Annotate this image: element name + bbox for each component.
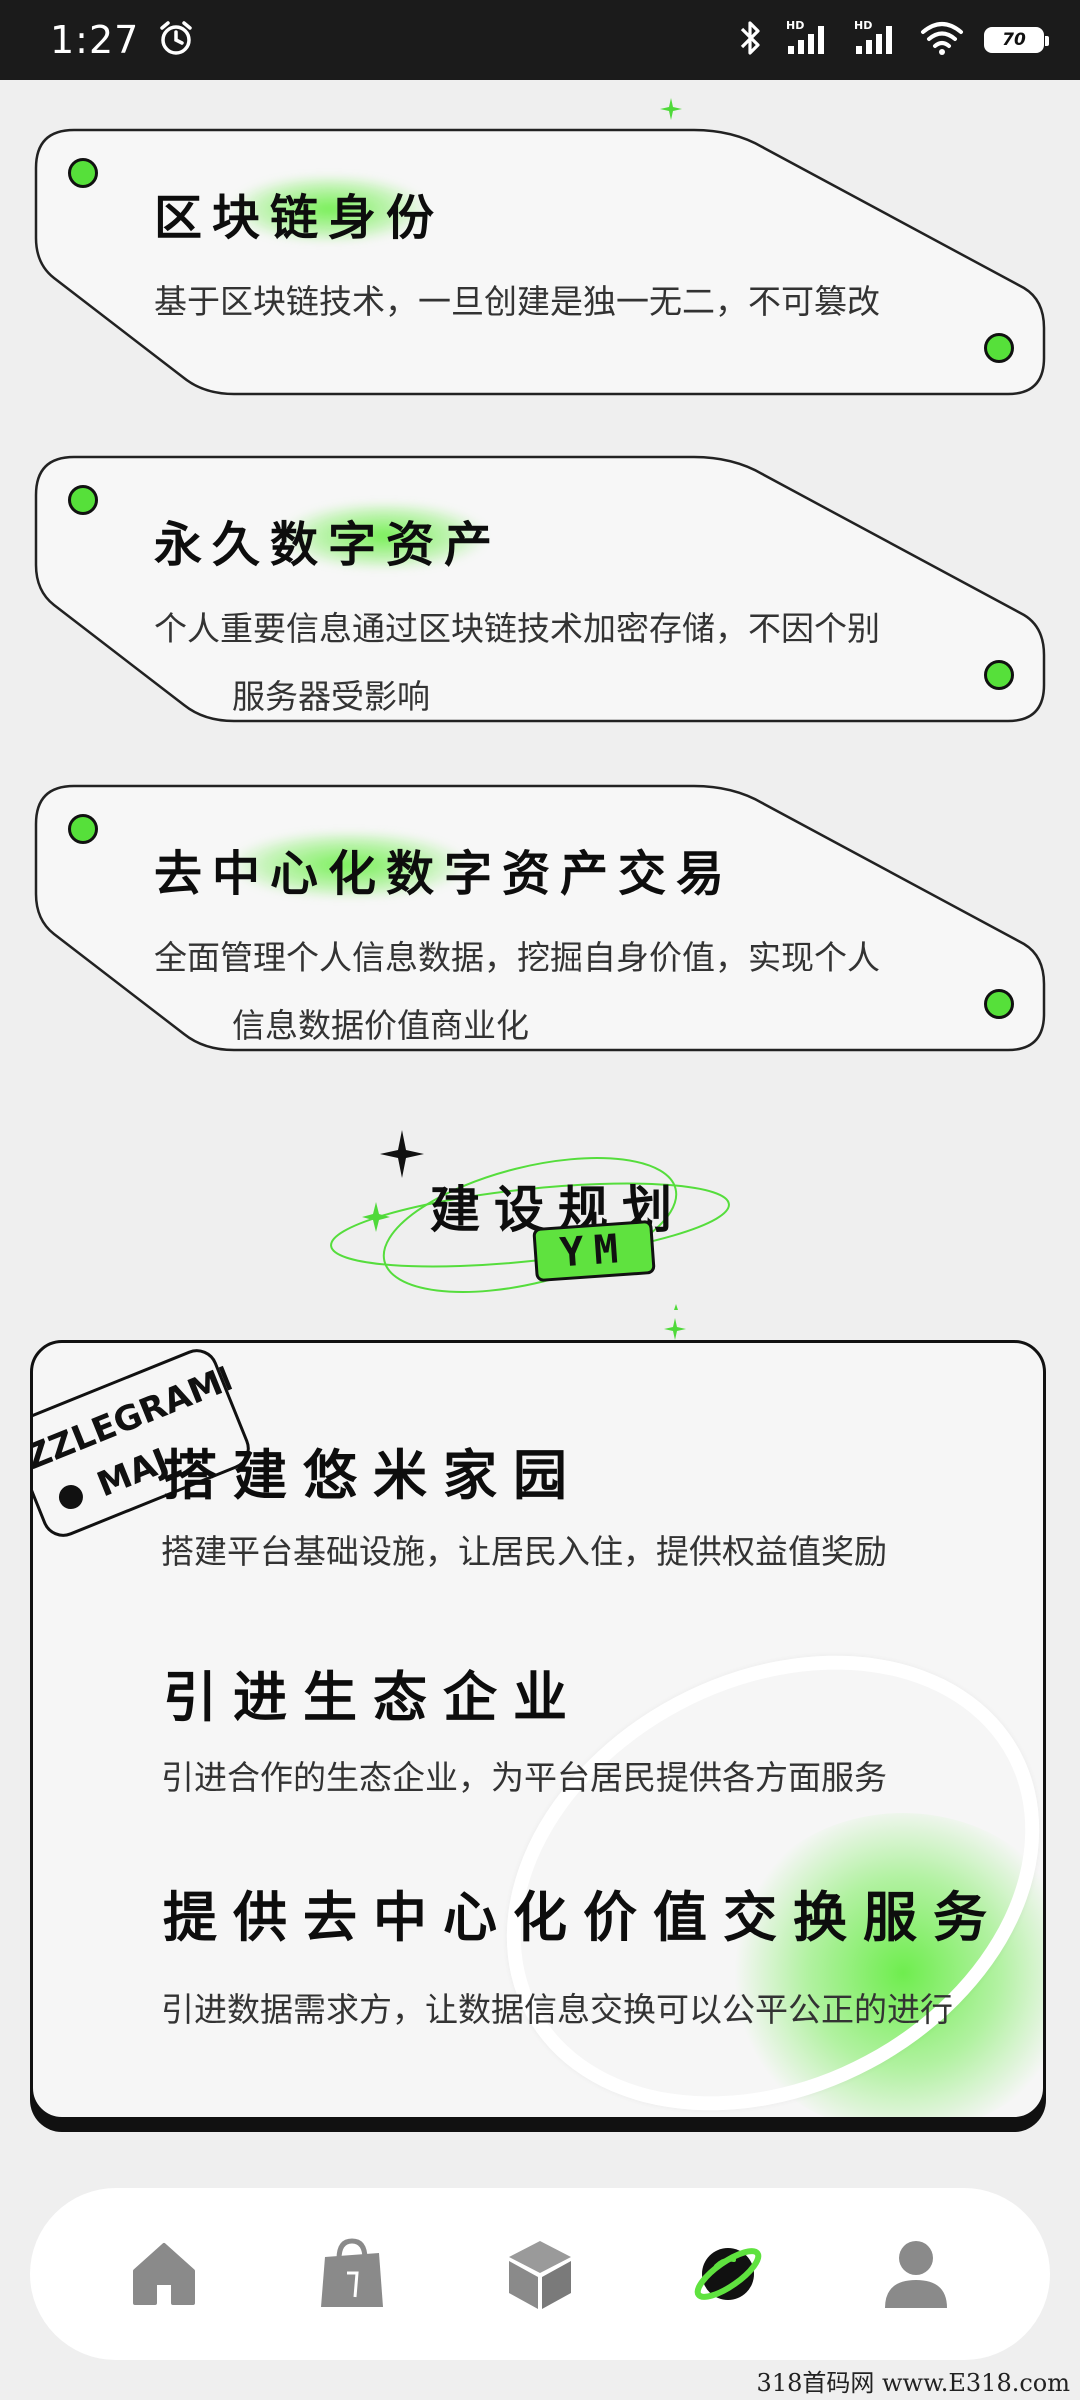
nav-cube-button[interactable] xyxy=(495,2229,585,2319)
signal-icon-2: HD xyxy=(852,18,900,62)
title-glow xyxy=(234,832,464,898)
plan-item-desc: 引进数据需求方，让数据信息交换可以公平公正的进行 xyxy=(161,1990,953,2029)
title-glow xyxy=(234,176,424,242)
feature-desc-line: 服务器受影响 xyxy=(232,677,430,716)
sparkle-icon xyxy=(660,98,682,120)
feature-title: 永久数字资产 xyxy=(154,517,503,573)
plan-item-title: 提供去中心化价值交换服务 xyxy=(163,1886,1003,1949)
feature-desc: 全面管理个人信息数据，挖掘自身价值，实现个人 信息数据价值商业化 xyxy=(154,924,994,1060)
hd-label: HD xyxy=(786,19,804,32)
feature-desc-line: 个人重要信息通过区块链技术加密存储，不因个别 xyxy=(154,609,880,648)
bluetooth-icon xyxy=(738,18,764,62)
ym-badge: YM xyxy=(532,1219,656,1283)
card-shape xyxy=(34,128,1046,396)
profile-icon xyxy=(885,2241,947,2308)
feature-card-blockchain-identity[interactable]: 区块链身份 基于区块链技术，一旦创建是独一无二，不可篡改 xyxy=(34,128,1046,396)
status-bar: 1:27 HD HD xyxy=(0,0,1080,80)
feature-desc-line: 全面管理个人信息数据，挖掘自身价值，实现个人 xyxy=(154,938,880,977)
plan-panel: ZZLEGRAMD MAJ 搭建悠米家园 搭建平台基础设施，让居民入住，提供权益… xyxy=(30,1340,1046,2120)
nav-shop-button[interactable] xyxy=(307,2229,397,2319)
section-header: 建设规划 YM xyxy=(320,1120,740,1310)
card-dot xyxy=(984,333,1014,363)
plan-item-desc: 引进合作的生态企业，为平台居民提供各方面服务 xyxy=(161,1758,887,1797)
hd-label-2: HD xyxy=(854,19,872,32)
plan-item-desc: 搭建平台基础设施，让居民入住，提供权益值奖励 xyxy=(161,1532,887,1571)
sparkle-icon xyxy=(362,1202,390,1232)
shopping-bag-icon xyxy=(321,2238,383,2307)
card-dot xyxy=(984,660,1014,690)
card-dot xyxy=(984,989,1014,1019)
bottom-nav xyxy=(30,2188,1050,2360)
card-dot xyxy=(68,158,98,188)
feature-card-permanent-assets[interactable]: 永久数字资产 个人重要信息通过区块链技术加密存储，不因个别 服务器受影响 xyxy=(34,455,1046,723)
feature-title: 去中心化数字资产交易 xyxy=(154,846,735,902)
watermark: 318首码网 www.E318.com xyxy=(756,2369,1070,2397)
feature-desc: 个人重要信息通过区块链技术加密存储，不因个别 服务器受影响 xyxy=(154,595,994,731)
clock-time: 1:27 xyxy=(50,18,140,62)
signal-icon: HD xyxy=(784,18,832,62)
title-glow xyxy=(284,503,484,569)
nav-home-button[interactable] xyxy=(119,2229,209,2319)
plan-item-title: 引进生态企业 xyxy=(163,1666,583,1729)
card-dot xyxy=(68,814,98,844)
planet-icon xyxy=(694,2248,762,2300)
battery-icon: 70 xyxy=(984,27,1049,53)
nav-profile-button[interactable] xyxy=(871,2229,961,2319)
home-icon xyxy=(133,2243,195,2305)
cube-icon xyxy=(509,2241,571,2309)
feature-card-decentralized-trading[interactable]: 去中心化数字资产交易 全面管理个人信息数据，挖掘自身价值，实现个人 信息数据价值… xyxy=(34,784,1046,1052)
feature-desc: 基于区块链技术，一旦创建是独一无二，不可篡改 xyxy=(154,268,994,336)
feature-title: 区块链身份 xyxy=(154,190,445,246)
alarm-icon xyxy=(157,19,195,61)
feature-desc-line: 信息数据价值商业化 xyxy=(232,1006,529,1045)
sparkle-icon xyxy=(380,1130,424,1178)
wifi-icon xyxy=(920,20,964,60)
plan-item-title: 搭建悠米家园 xyxy=(163,1444,583,1507)
ring-glow xyxy=(723,1813,1043,2117)
card-dot xyxy=(68,485,98,515)
sparkle-icon xyxy=(664,1318,686,1340)
nav-planet-button[interactable] xyxy=(683,2229,773,2319)
feature-desc-line: 基于区块链技术，一旦创建是独一无二，不可篡改 xyxy=(154,282,880,321)
